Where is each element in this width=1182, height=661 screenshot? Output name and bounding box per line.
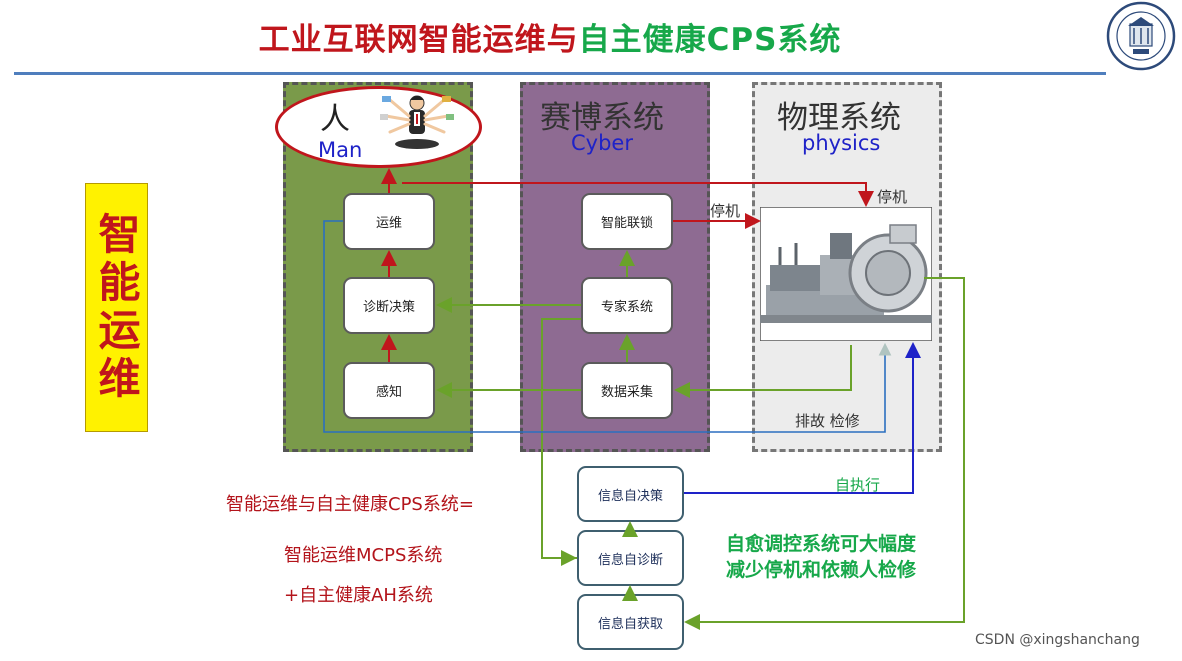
green-note-line-2: 减少停机和依赖人检修 <box>726 559 917 581</box>
repair-label: 排故 检修 <box>795 412 860 430</box>
man-box-perception: 感知 <box>343 362 435 419</box>
man-title-cn: 人 <box>320 102 350 137</box>
man-ellipse <box>275 86 482 168</box>
title-part-1: 工业互联网智能运维与 <box>258 22 579 58</box>
arrow-machine-to-data <box>674 345 852 398</box>
physics-title-en: physics <box>802 131 881 155</box>
side-label: 智能运维 <box>92 211 141 404</box>
man-box-ops: 运维 <box>343 193 435 250</box>
watermark: CSDN @xingshanchang <box>975 632 1140 648</box>
stop-label-right: 停机 <box>877 188 908 206</box>
title-divider <box>14 72 1106 75</box>
cyber-box-expert: 专家系统 <box>581 277 673 334</box>
equation-line-1: 智能运维与自主健康CPS系统= <box>226 494 474 515</box>
equation-line-2: 智能运维MCPS系统 <box>284 545 443 566</box>
page-title: 工业互联网智能运维与自主健康CPS系统 <box>0 14 1100 59</box>
man-box-diagnosis: 诊断决策 <box>343 277 435 334</box>
green-note-line-1: 自愈调控系统可大幅度 <box>726 533 917 555</box>
self-execute-label: 自执行 <box>835 476 881 494</box>
university-seal-logo <box>1106 1 1176 71</box>
cyber-box-data: 数据采集 <box>581 362 673 419</box>
turbine-machine-image <box>760 207 932 341</box>
cyber-title-cn: 赛博系统 <box>540 100 664 136</box>
physics-title-cn: 物理系统 <box>777 100 901 136</box>
arrow-man-stop-machine <box>402 182 874 207</box>
line-repair-loop <box>323 220 892 433</box>
stop-label-left: 停机 <box>710 202 741 220</box>
arrow-decision-self-execute <box>684 342 921 494</box>
cyber-title-en: Cyber <box>571 131 633 155</box>
green-note: 自愈调控系统可大幅度 减少停机和依赖人检修 <box>726 531 916 583</box>
cyber-box-interlock: 智能联锁 <box>581 193 673 250</box>
equation-line-3: +自主健康AH系统 <box>284 585 433 606</box>
multi-arm-person-icon <box>380 95 454 149</box>
title-part-2: 自主健康CPS系统 <box>578 22 842 58</box>
line-expert-to-info-diagnosis <box>541 318 581 559</box>
arrow-machine-to-info-acquire <box>684 277 965 630</box>
man-title-en: Man <box>318 138 363 162</box>
side-label-box: 智能运维 <box>85 183 148 432</box>
